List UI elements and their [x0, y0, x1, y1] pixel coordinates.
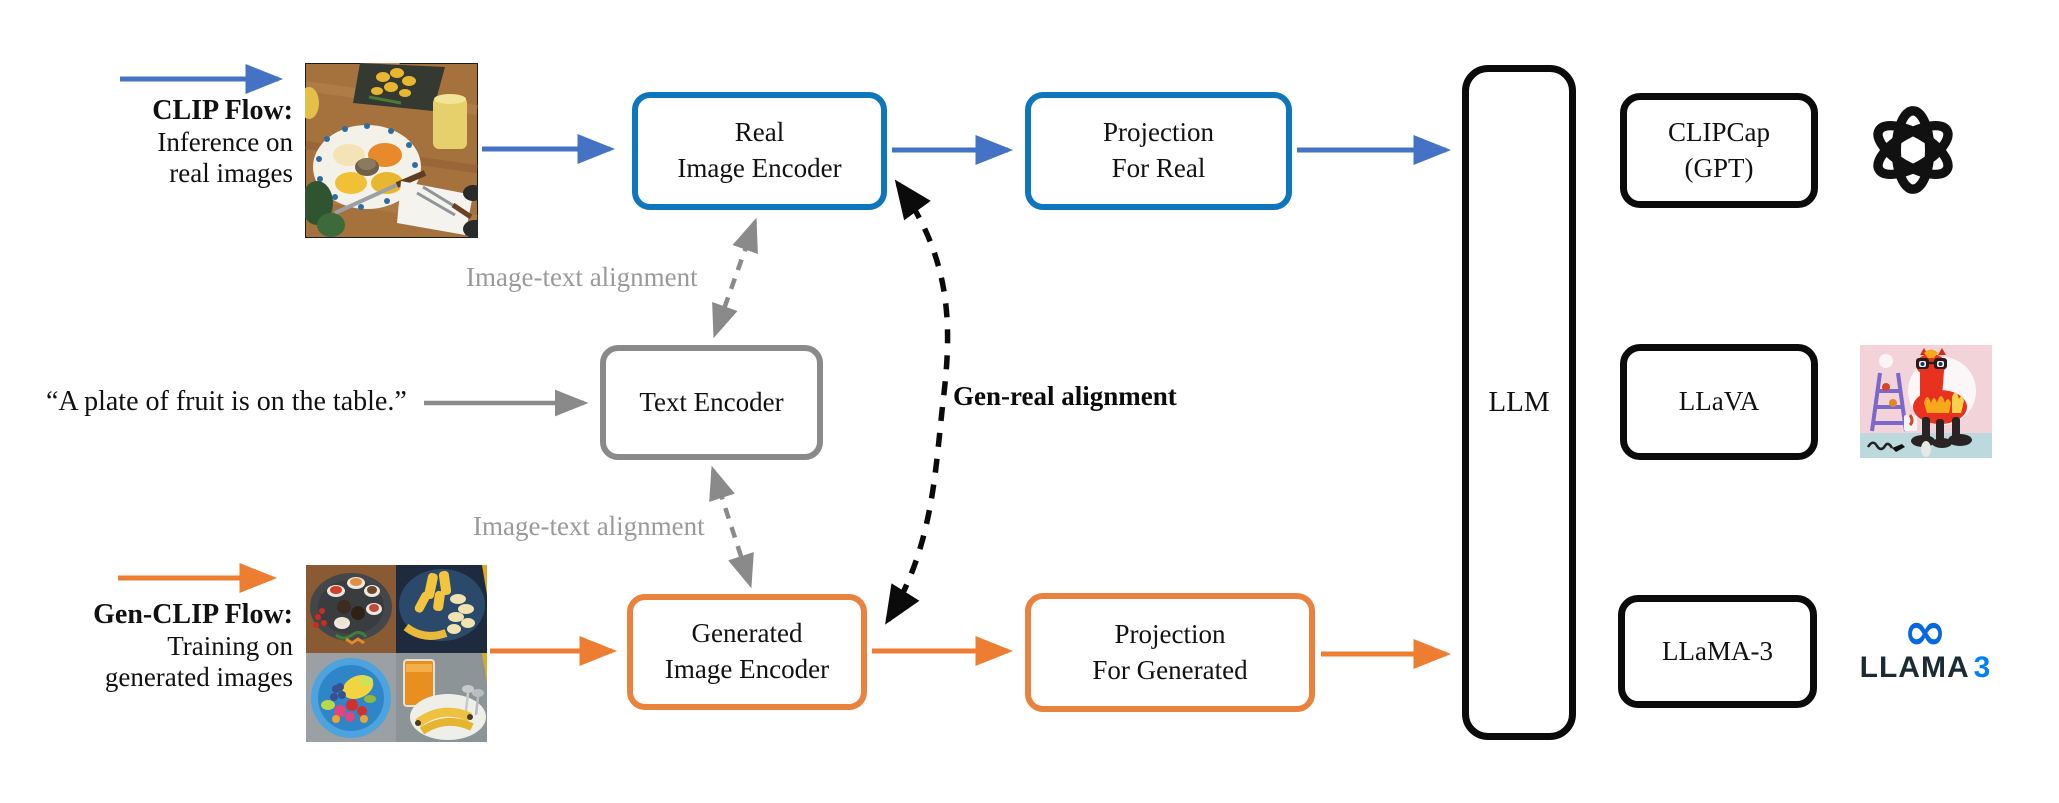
clipcap-line1: CLIPCap — [1667, 116, 1770, 147]
llm-label: LLM — [1488, 386, 1550, 419]
real-image-photo — [299, 62, 487, 239]
caption-text: “A plate of fruit is on the table.” — [46, 386, 407, 417]
gen-real-alignment-label: Gen-real alignment — [953, 381, 1177, 411]
projection-for-generated-box: Projection For Generated — [1025, 593, 1315, 712]
generated-image-encoder-line1: Generated — [691, 618, 803, 649]
generated-images-grid-icon — [306, 565, 487, 742]
dashed-connector-text-generated — [709, 465, 754, 589]
dashed-curve-gen-real-alignment — [885, 179, 951, 625]
clip-flow-subtitle-1: Inference on — [157, 127, 293, 157]
generated-images-grid — [306, 565, 487, 742]
openai-logo — [1864, 96, 1962, 204]
openai-logo-icon — [1873, 106, 1953, 194]
llama-version-text: 3 — [1973, 651, 1991, 685]
generated-image-encoder-box: Generated Image Encoder — [627, 594, 867, 710]
real-image-encoder-box: Real Image Encoder — [632, 92, 887, 210]
real-image-encoder-line1: Real — [734, 117, 785, 148]
meta-infinity-icon: ∞ — [1903, 602, 1947, 662]
gen-clip-flow-title: Gen-CLIP Flow: — [93, 599, 293, 630]
real-image-photo-icon — [299, 62, 487, 239]
dashed-connector-real-text — [712, 217, 758, 339]
generated-image-encoder-line2: Image Encoder — [664, 654, 830, 684]
projection-for-real-box: Projection For Real — [1025, 92, 1292, 210]
gen-clip-flow-subtitle-1: Training on — [167, 631, 293, 661]
gen-clip-flow-subtitle-2: generated images — [104, 662, 293, 692]
llava-mascot-logo — [1860, 345, 1992, 458]
llama-brand-text: LLAMA — [1859, 651, 1970, 685]
image-text-alignment-label-bottom: Image-text alignment — [473, 511, 705, 541]
real-image-encoder-line2: Image Encoder — [677, 153, 842, 183]
clip-flow-subtitle-2: real images — [169, 158, 293, 188]
clip-flow-title: CLIP Flow: — [152, 95, 293, 126]
meta-llama3-logo: ∞ LLAMA 3 — [1850, 602, 2000, 696]
llama3-box: LLaMA-3 — [1618, 595, 1817, 708]
clip-flow-legend: CLIP Flow: Inference on real images — [35, 95, 293, 189]
llm-box: LLM — [1462, 65, 1576, 740]
projection-for-generated-line1: Projection — [1114, 618, 1226, 649]
clipcap-line2: (GPT) — [1684, 152, 1754, 183]
llava-mascot-icon — [1860, 345, 1992, 458]
clipcap-box: CLIPCap (GPT) — [1620, 93, 1818, 208]
projection-for-generated-line2: For Generated — [1092, 654, 1248, 685]
projection-for-real-line2: For Real — [1111, 153, 1206, 183]
llava-label: LLaVA — [1678, 386, 1760, 417]
projection-for-real-line1: Projection — [1103, 117, 1214, 148]
gen-clip-flow-legend: Gen-CLIP Flow: Training on generated ima… — [30, 599, 293, 693]
llama3-label: LLaMA-3 — [1662, 635, 1773, 666]
text-encoder-label: Text Encoder — [639, 386, 784, 417]
image-text-alignment-label-top: Image-text alignment — [466, 262, 698, 292]
text-encoder-box: Text Encoder — [600, 345, 823, 460]
llava-box: LLaVA — [1620, 344, 1818, 460]
